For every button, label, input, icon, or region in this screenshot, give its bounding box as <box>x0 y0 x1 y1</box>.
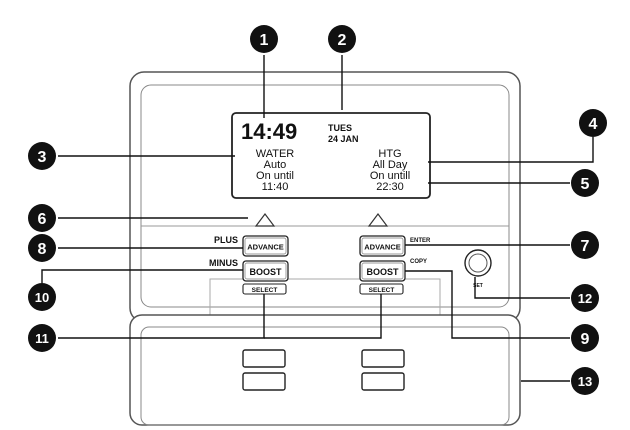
right-select-label: SELECT <box>369 287 395 294</box>
set-label: SET <box>473 283 483 289</box>
water-mode: Auto <box>264 159 287 171</box>
left-advance-button[interactable]: ADVANCE <box>242 235 289 257</box>
left-advance-label: ADVANCE <box>247 243 284 252</box>
left-triangle-indicator <box>254 213 276 227</box>
screen-time: 14:49 <box>241 119 297 144</box>
cover-slot <box>242 349 286 368</box>
callout-9: 9 <box>571 324 599 352</box>
water-status: On until <box>256 170 294 182</box>
water-time: 11:40 <box>262 181 289 193</box>
callout-5: 5 <box>571 169 599 197</box>
left-select-label: SELECT <box>252 287 278 294</box>
svg-text:7: 7 <box>581 238 590 255</box>
svg-text:2: 2 <box>338 32 347 49</box>
water-title: WATER <box>256 148 295 160</box>
lower-cover <box>129 314 521 426</box>
screen-day: TUES <box>328 123 352 133</box>
set-button[interactable] <box>464 249 492 277</box>
right-boost-label: BOOST <box>366 267 399 277</box>
leader-lines <box>41 55 594 382</box>
callout-7: 7 <box>571 231 599 259</box>
callout-12: 12 <box>571 284 599 312</box>
callout-4: 4 <box>579 109 607 137</box>
svg-text:3: 3 <box>38 149 47 166</box>
minus-label: MINUS <box>209 258 238 268</box>
enter-label: ENTER <box>410 238 431 244</box>
right-advance-label: ADVANCE <box>364 243 401 252</box>
svg-text:9: 9 <box>581 331 590 348</box>
controller-inner-frame <box>140 84 510 308</box>
svg-text:11: 11 <box>35 331 49 346</box>
svg-text:10: 10 <box>35 290 49 305</box>
callout-11: 11 <box>28 324 56 352</box>
left-select-button[interactable]: SELECT <box>242 283 287 295</box>
right-boost-button[interactable]: BOOST <box>359 260 406 282</box>
svg-text:12: 12 <box>578 291 592 306</box>
svg-text:13: 13 <box>578 374 592 389</box>
screen-date: 24 JAN <box>328 134 359 144</box>
cover-slot <box>361 372 405 391</box>
callout-3: 3 <box>28 142 56 170</box>
left-boost-label: BOOST <box>249 267 282 277</box>
svg-text:6: 6 <box>38 211 47 228</box>
right-advance-button[interactable]: ADVANCE <box>359 235 406 257</box>
heating-time: 22:30 <box>376 181 404 193</box>
cover-slot <box>361 349 405 368</box>
callout-6: 6 <box>28 204 56 232</box>
plus-label: PLUS <box>214 235 238 245</box>
callout-1: 1 <box>250 25 278 53</box>
callout-10: 10 <box>28 283 56 311</box>
right-triangle-indicator <box>367 213 389 227</box>
svg-text:8: 8 <box>38 241 47 258</box>
svg-text:4: 4 <box>589 116 598 133</box>
svg-text:5: 5 <box>581 176 590 193</box>
heating-status: On untill <box>370 170 410 182</box>
left-boost-button[interactable]: BOOST <box>242 260 289 282</box>
svg-text:1: 1 <box>260 32 269 49</box>
callout-2: 2 <box>328 25 356 53</box>
copy-label: COPY <box>410 259 427 265</box>
callout-13: 13 <box>571 367 599 395</box>
right-select-button[interactable]: SELECT <box>359 283 404 295</box>
lower-cover-inner <box>140 326 510 426</box>
callout-8: 8 <box>28 234 56 262</box>
heating-mode: All Day <box>373 159 408 171</box>
heating-title: HTG <box>378 148 401 160</box>
cover-slot <box>242 372 286 391</box>
